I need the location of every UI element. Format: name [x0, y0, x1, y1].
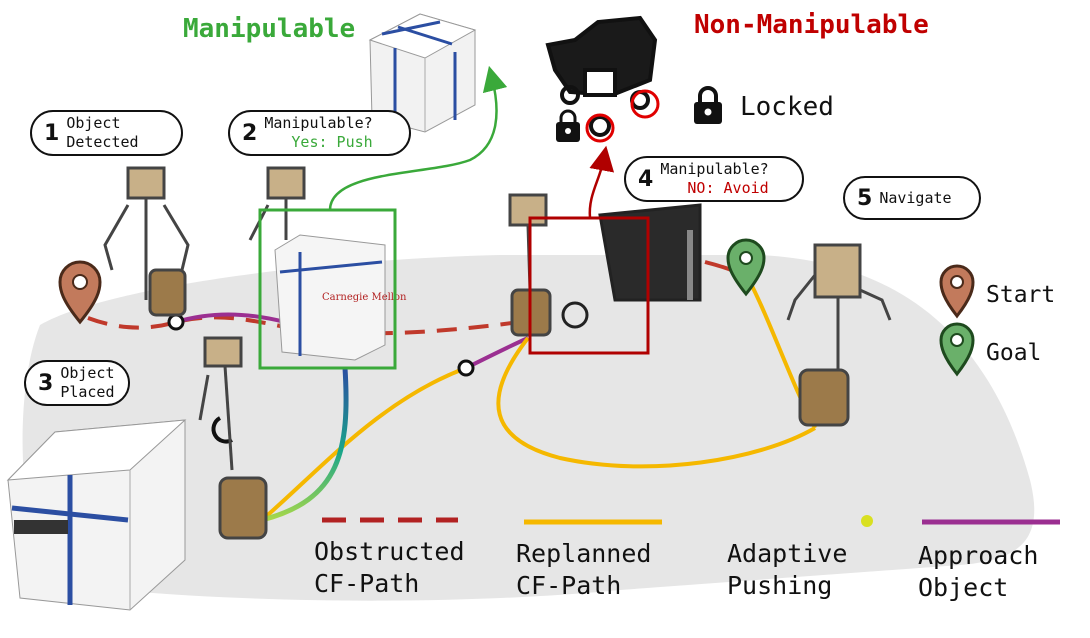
goal-pin	[726, 238, 766, 297]
step-text: Manipulable?NO: Avoid	[660, 160, 769, 197]
manipulable-highlight-frame	[258, 208, 397, 370]
start-pin	[58, 260, 102, 325]
waypoint-2	[457, 359, 475, 377]
robot-3	[198, 336, 268, 540]
start-key-pin-icon	[939, 264, 975, 319]
box-placed	[6, 419, 187, 611]
step-4-bubble: 4 Manipulable?NO: Avoid	[624, 156, 804, 202]
step-number: 2	[242, 120, 258, 146]
step-5-bubble: 5 Navigate	[843, 176, 981, 220]
wheel-lock-highlight-1	[585, 113, 615, 143]
step-2-bubble: 2 Manipulable?Yes: Push	[228, 110, 411, 156]
robot-2	[248, 166, 306, 241]
lock-icon-small	[556, 109, 580, 142]
legend-swatch-adaptive-end	[861, 515, 873, 527]
waypoint-1	[167, 313, 185, 331]
box-label-carnegie: Carnegie Mellon	[322, 292, 407, 303]
wheelchair-scene	[561, 203, 702, 329]
locked-label: Locked	[740, 92, 834, 122]
robot-1	[103, 166, 190, 317]
step-text: Navigate	[879, 188, 952, 207]
step-number: 3	[38, 370, 54, 396]
lock-icon	[694, 86, 722, 124]
adaptive-push-path	[261, 367, 349, 523]
wheel-lock-highlight-2	[630, 89, 660, 119]
manipulable-heading: Manipulable	[183, 14, 356, 44]
non-manipulable-heading: Non-Manipulable	[694, 10, 929, 40]
manipulable-arrow	[328, 65, 508, 211]
box-manipulable-photo	[368, 13, 477, 133]
step-text: Manipulable?Yes: Push	[264, 114, 373, 151]
goal-key-pin-icon	[939, 322, 975, 377]
goal-label: Goal	[986, 340, 1042, 366]
wheelchair-photo	[545, 15, 658, 137]
approach-path-1	[175, 312, 286, 324]
step-number: 4	[638, 166, 654, 192]
rotation-marker	[211, 416, 233, 444]
step-number: 1	[44, 120, 60, 146]
box-pushed: Carnegie Mellon	[274, 234, 407, 361]
robot-5	[786, 243, 892, 427]
non-manipulable-arrow	[588, 145, 615, 219]
step-number: 5	[857, 185, 873, 211]
start-label: Start	[986, 282, 1056, 308]
